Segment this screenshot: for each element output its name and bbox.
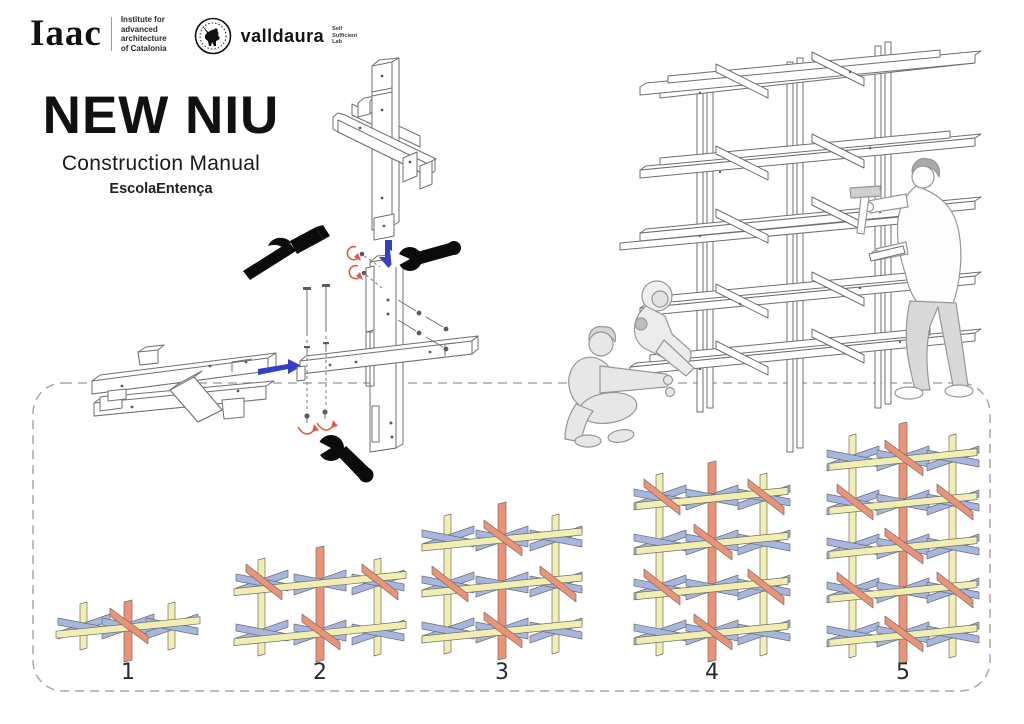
step-number-3: 3 bbox=[495, 660, 509, 685]
steps-panel-border bbox=[32, 382, 991, 692]
iaac-logo: Iaac Institute for advanced architecture… bbox=[30, 14, 167, 54]
header: Iaac Institute for advanced architecture… bbox=[30, 14, 357, 56]
iaac-tagline-line: Institute for bbox=[120, 15, 165, 24]
valldaura-tagline-line: Self bbox=[332, 26, 343, 33]
structure-posts bbox=[696, 41, 892, 453]
valldaura-tagline-line: Lab bbox=[332, 39, 342, 46]
held-hammer-icon bbox=[849, 185, 882, 235]
page-subtitle: Construction Manual bbox=[61, 152, 261, 175]
step-assembly-2 bbox=[233, 545, 407, 663]
step-number-5: 5 bbox=[896, 660, 910, 685]
step-assembly-4 bbox=[633, 460, 791, 663]
assembled-structure-illustration bbox=[564, 41, 982, 453]
structure-beams bbox=[619, 49, 982, 376]
beam-assembly-left bbox=[91, 344, 277, 423]
valldaura-logo-text: valldaura bbox=[240, 25, 325, 46]
valldaura-tagline: Self Sufficient Lab bbox=[332, 26, 357, 46]
step-assembly-5 bbox=[826, 421, 980, 665]
iaac-tagline-line: of Catalonia bbox=[120, 43, 167, 53]
iaac-logo-text: Iaac bbox=[30, 13, 102, 54]
beam-through-post bbox=[296, 335, 479, 382]
logo-divider bbox=[110, 17, 112, 51]
step-number-4: 4 bbox=[705, 660, 719, 685]
valldaura-bird-stamp-icon bbox=[194, 17, 231, 55]
page-title: NEW NIU bbox=[42, 86, 280, 145]
iaac-tagline-line: advanced bbox=[120, 24, 158, 34]
step-number-1: 1 bbox=[121, 660, 135, 685]
title-block: NEW NIU Construction Manual EscolaEntenç… bbox=[22, 86, 300, 197]
screws-diagonal bbox=[397, 299, 449, 352]
valldaura-tagline-line: Sufficient bbox=[332, 32, 358, 39]
iaac-tagline: Institute for advanced architecture of C… bbox=[121, 15, 167, 53]
person-crouching-hoodie bbox=[633, 280, 695, 377]
person-standing bbox=[849, 157, 974, 400]
steps-layer bbox=[55, 421, 980, 665]
rotate-arrow-icons-bottom bbox=[297, 420, 338, 435]
project-name: EscolaEntença bbox=[109, 181, 213, 197]
wrench-icon-bottom bbox=[312, 435, 374, 483]
step-assembly-3 bbox=[421, 501, 583, 661]
step-number-2: 2 bbox=[313, 660, 327, 685]
nails-and-screws bbox=[303, 284, 330, 423]
cross-assembly-top bbox=[332, 57, 437, 241]
step-assembly-1 bbox=[55, 599, 201, 663]
held-wood-piece bbox=[868, 245, 906, 262]
hammer-icon bbox=[243, 225, 330, 280]
arrow-right-icon bbox=[258, 359, 302, 375]
iaac-tagline-line: architecture bbox=[120, 34, 167, 43]
valldaura-logo: valldaura Self Sufficient Lab bbox=[193, 16, 357, 56]
wrench-icon-top bbox=[390, 241, 461, 271]
person-crouching-front bbox=[564, 325, 676, 448]
rotate-arrow-icons-top bbox=[346, 245, 383, 289]
